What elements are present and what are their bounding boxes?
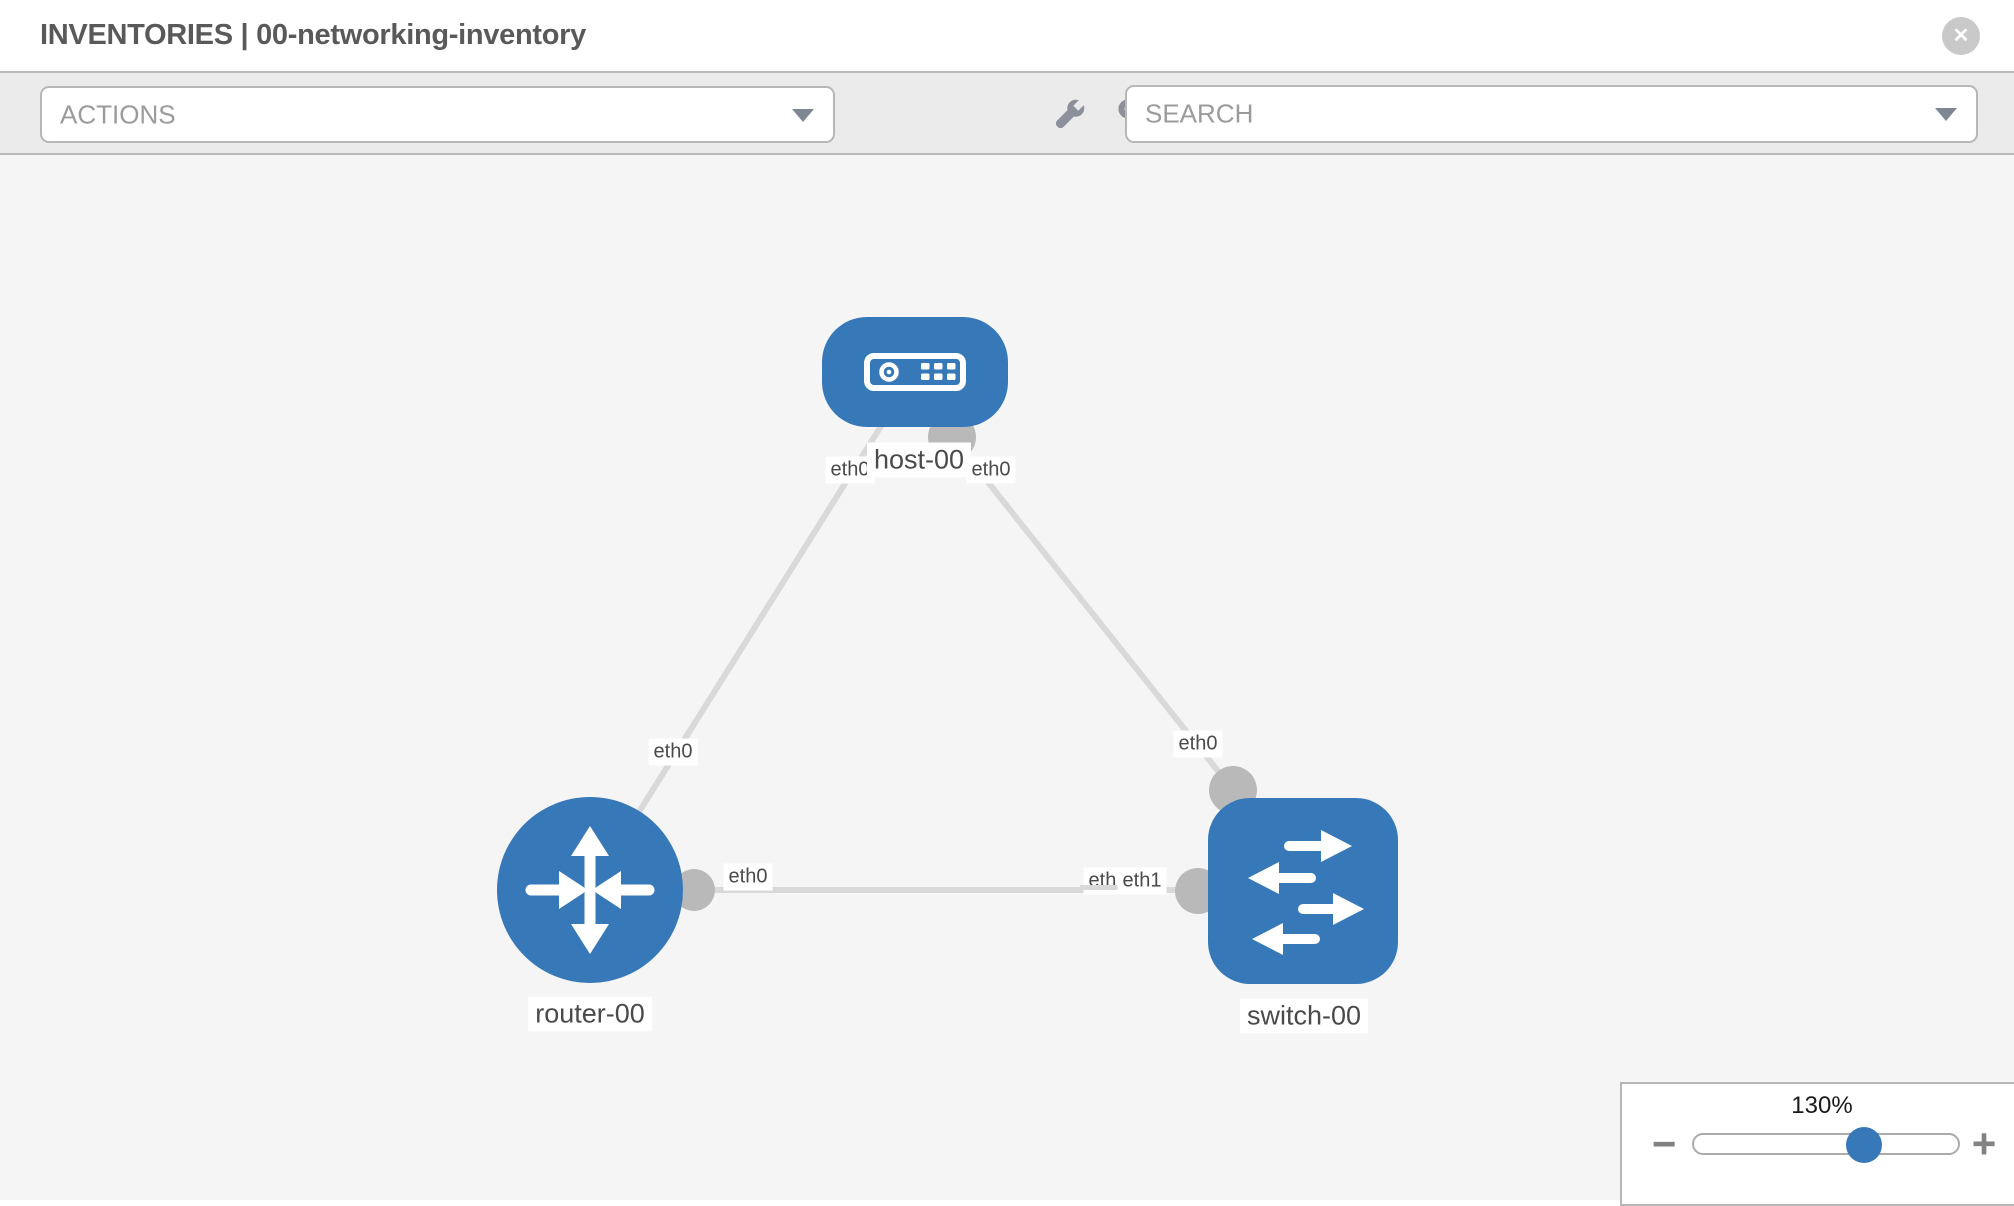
actions-label: ACTIONS [60,99,176,129]
node-switch[interactable] [1208,798,1398,984]
zoom-level-label: 130% [1791,1092,1853,1119]
close-button[interactable]: ✕ [1942,17,1980,55]
host-icon [864,353,966,391]
wrench-icon [1055,96,1088,129]
header: INVENTORIES | 00-networking-inventory ✕ [0,0,2014,71]
chevron-down-icon [1935,108,1957,121]
host-node-shape[interactable] [822,317,1008,427]
router-icon [525,826,655,954]
link-host-switch[interactable] [949,435,1236,792]
topology-canvas[interactable] [0,155,2014,1200]
zoom-slider-track[interactable] [1692,1133,1960,1155]
page-title: INVENTORIES | 00-networking-inventory [40,19,586,51]
iface-connector-router-right[interactable] [673,869,715,911]
toolbar: ACTIONS SEARCH [0,71,2014,155]
switch-icon [1248,830,1364,955]
zoom-out-button[interactable]: − [1648,1120,1680,1167]
close-icon: ✕ [1952,25,1970,47]
node-host[interactable] [822,317,1008,427]
actions-dropdown[interactable]: ACTIONS [40,86,835,143]
zoom-slider-handle[interactable] [1846,1127,1882,1163]
search-label: SEARCH [1145,98,1254,129]
iface-connectors [673,413,1257,914]
zoom-panel: 130% − + [1620,1082,2014,1206]
switch-node-shape[interactable] [1208,798,1398,984]
search-dropdown[interactable]: SEARCH [1125,85,1978,143]
chevron-down-icon [792,108,814,122]
zoom-in-button[interactable]: + [1968,1120,2000,1167]
tools-button[interactable] [1044,90,1092,138]
node-router[interactable] [497,797,683,983]
